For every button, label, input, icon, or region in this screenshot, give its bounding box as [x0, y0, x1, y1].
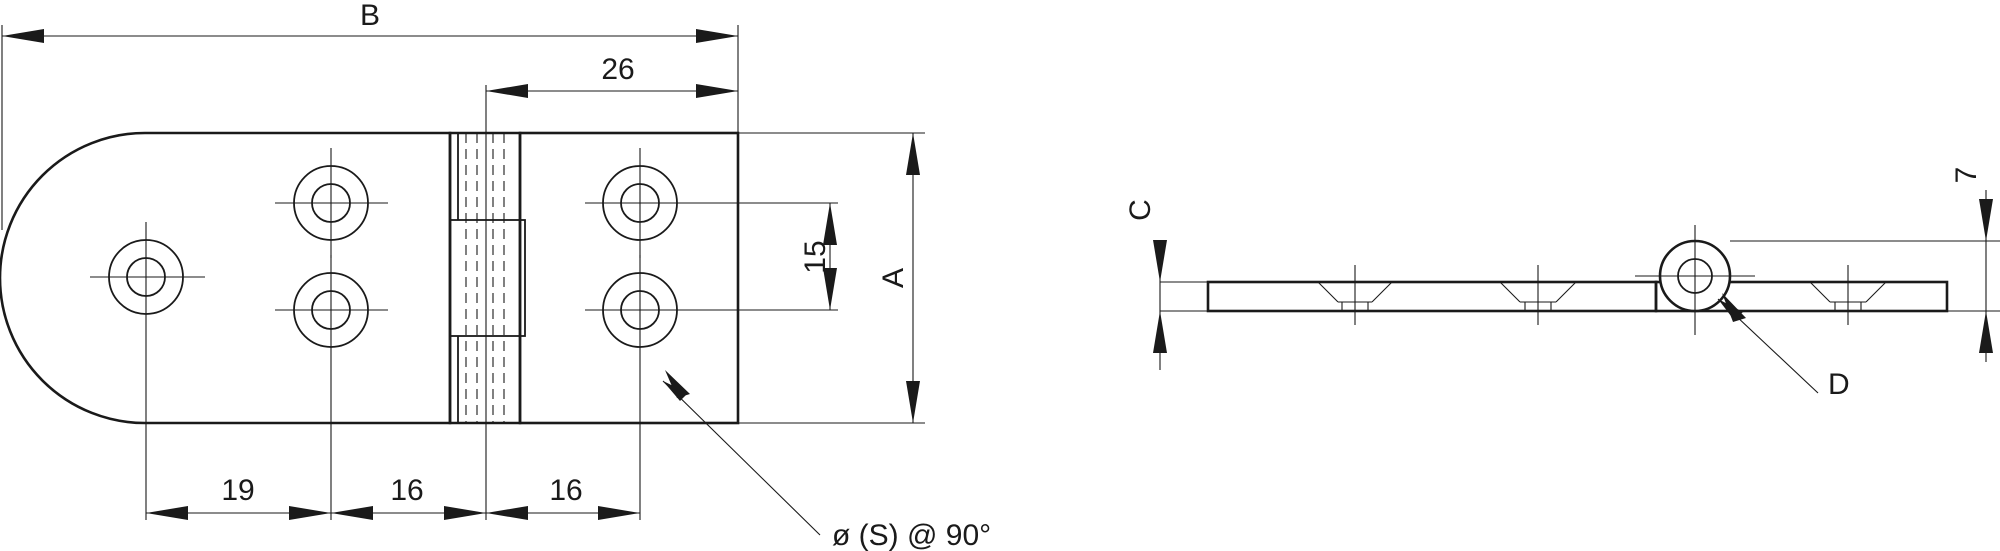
side-leaf-right [1654, 280, 1949, 313]
dimension-16-right: 16 [486, 474, 640, 520]
dim-label-c: C [1124, 199, 1157, 221]
screw-hole [90, 222, 205, 520]
right-leaf-outline [518, 131, 740, 425]
dimension-19: 19 [146, 474, 331, 520]
dim-label-b: B [360, 0, 380, 32]
dim-label-26: 26 [601, 53, 634, 86]
hole-note-label: ø (S) @ 90° [832, 519, 991, 551]
dim-label-7: 7 [1950, 167, 1983, 184]
front-view: B 26 15 A 19 [0, 0, 991, 551]
dimension-26: 26 [486, 53, 738, 98]
side-leaf-left [1206, 280, 1658, 313]
dim-label-d: D [1828, 368, 1850, 401]
hole-callout: ø (S) @ 90° [662, 370, 991, 551]
screw-hole [585, 255, 838, 520]
left-leaf-outline [0, 131, 452, 425]
dimension-c: C [1124, 199, 1167, 370]
dimension-b: B [2, 0, 738, 43]
knuckle-outline [448, 131, 522, 425]
screw-hole [275, 148, 388, 258]
countersink [1809, 265, 1887, 325]
dimension-15: 15 [799, 203, 837, 310]
dim-label-15: 15 [799, 240, 832, 273]
knuckle-middle-segment [449, 219, 526, 337]
dim-label-19: 19 [221, 474, 254, 507]
side-view: C 7 D [1124, 167, 2000, 401]
d-callout: D [1717, 293, 1850, 401]
screw-hole [275, 255, 388, 520]
countersink [1499, 265, 1577, 325]
side-knuckle [1635, 225, 1755, 335]
dim-label-a: A [877, 268, 910, 288]
dimension-16-left: 16 [331, 474, 486, 520]
screw-hole [585, 148, 838, 258]
countersink [1317, 265, 1393, 325]
dimension-7: 7 [1950, 167, 1993, 362]
dimension-a: A [877, 133, 920, 423]
dim-label-16-left: 16 [390, 474, 423, 507]
dim-label-16-right: 16 [549, 474, 582, 507]
